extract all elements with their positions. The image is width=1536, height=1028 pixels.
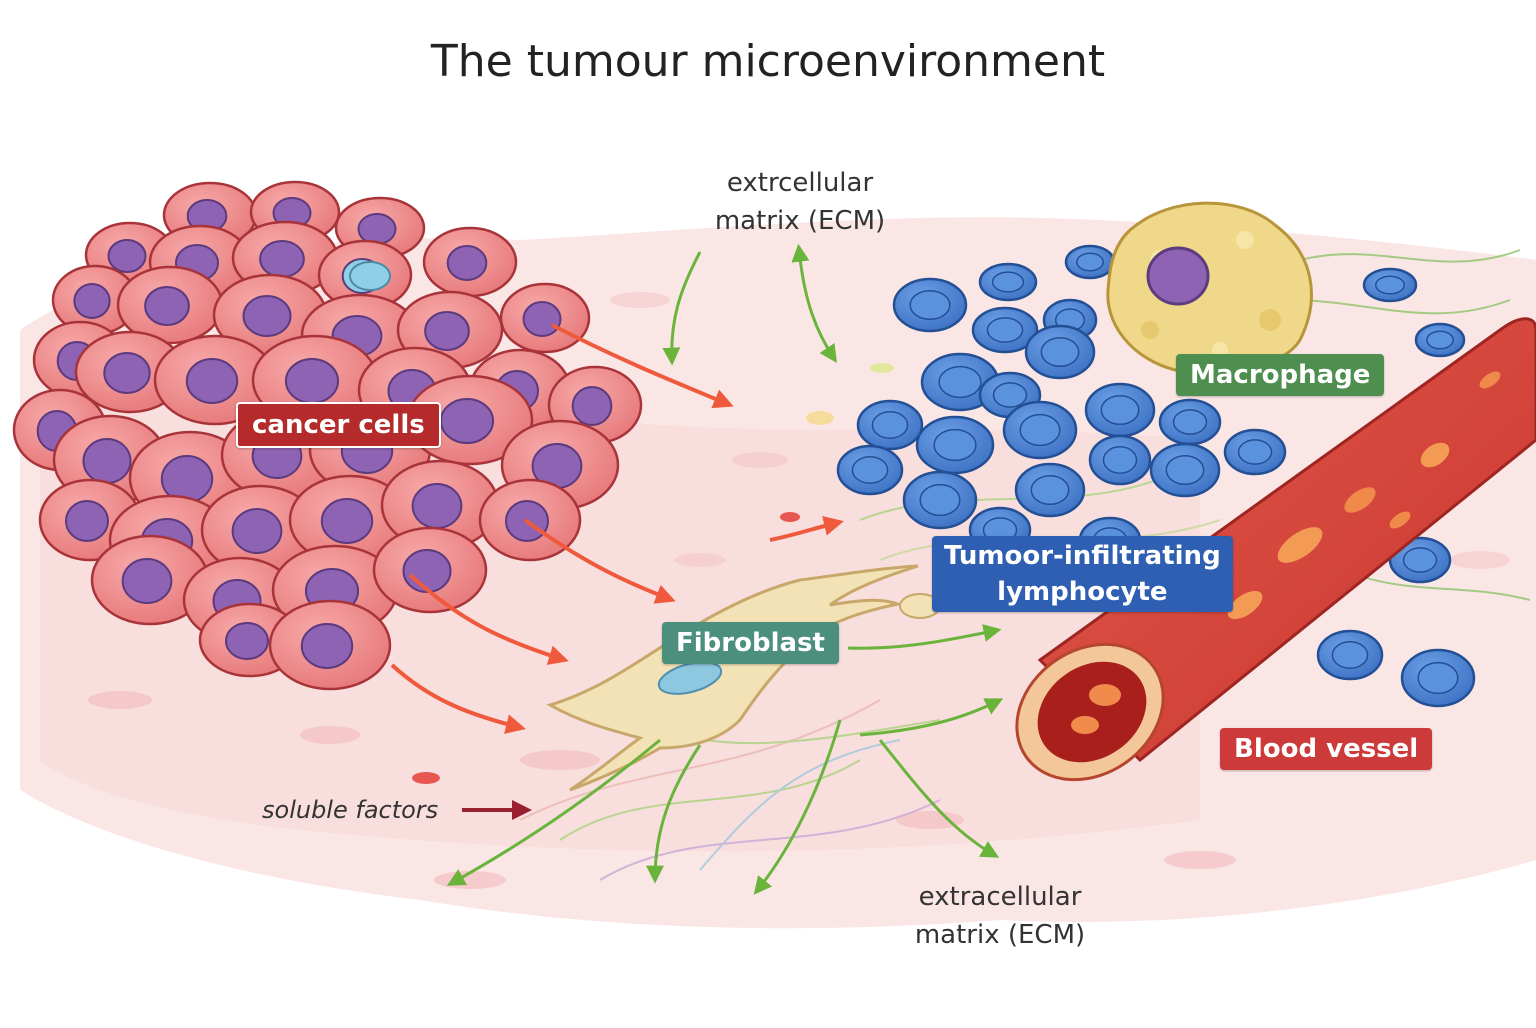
til-label: Tumoor-infiltrating lymphocyte xyxy=(932,536,1233,612)
cancer-cell xyxy=(212,273,328,357)
cancer-cell xyxy=(422,226,518,298)
fibroblast-label: Fibroblast xyxy=(662,622,839,664)
cancer-cell xyxy=(268,599,392,691)
ecm-bottom-line1: extracellular xyxy=(918,882,1082,912)
lymphocyte xyxy=(1014,462,1086,518)
green-arrow xyxy=(847,624,1002,650)
cancer-cell xyxy=(288,474,412,566)
til-label-line2: lymphocyte xyxy=(997,577,1168,607)
lymphocyte xyxy=(971,306,1039,354)
red-arrow xyxy=(408,573,569,665)
cancer-cell xyxy=(499,282,591,354)
red-arrow xyxy=(769,516,844,542)
cancer-cell-nucleus-light xyxy=(349,261,391,291)
macrophage-label: Macrophage xyxy=(1176,354,1385,396)
lymphocyte xyxy=(892,277,968,333)
lymphocyte xyxy=(978,262,1038,302)
green-arrow xyxy=(878,739,1000,858)
lymphocyte xyxy=(902,470,978,530)
lymphocyte xyxy=(1002,400,1078,460)
green-arrow xyxy=(791,243,837,363)
lymphocyte xyxy=(1158,398,1222,446)
til-label-line1: Tumoor-infiltrating xyxy=(944,541,1221,571)
lymphocyte xyxy=(1223,428,1287,476)
cancer-cell xyxy=(90,534,210,626)
ecm-bottom-label: extracellular matrix (ECM) xyxy=(890,878,1110,954)
lymphocyte xyxy=(1414,322,1466,358)
lymphocyte xyxy=(1388,536,1452,584)
cancer-cell xyxy=(200,484,320,576)
lymphocyte xyxy=(915,415,995,475)
lymphocyte xyxy=(836,444,904,496)
lymphocyte xyxy=(1088,434,1152,486)
lymphocyte xyxy=(1024,324,1096,380)
ecm-bottom-line2: matrix (ECM) xyxy=(914,920,1086,950)
arrows xyxy=(390,243,1004,895)
green-arrow xyxy=(859,698,1004,737)
lymphocyte xyxy=(1064,244,1116,280)
cancer-cell xyxy=(116,265,224,345)
soluble-factors-label: soluble factors xyxy=(262,796,439,824)
cancer-cell xyxy=(198,602,302,678)
red-arrow xyxy=(390,663,526,734)
green-arrow xyxy=(753,719,842,895)
green-arrow xyxy=(662,251,702,366)
lymphocyte xyxy=(1316,629,1384,681)
blood-vessel-illustration xyxy=(1015,317,1536,782)
lymphocyte xyxy=(1400,648,1476,708)
lymphocyte xyxy=(856,399,924,451)
green-arrow xyxy=(446,738,661,886)
lymphocyte xyxy=(1084,382,1156,438)
cancer-cell xyxy=(380,459,500,551)
ecm-top-label: extrcellular matrix (ECM) xyxy=(690,164,910,240)
lymphocyte xyxy=(1362,267,1418,303)
cancer-cell-mass xyxy=(12,180,643,691)
red-arrow xyxy=(523,518,676,604)
red-arrow xyxy=(551,323,734,409)
cancer-cells-label: cancer cells xyxy=(236,402,441,448)
blood-vessel-label: Blood vessel xyxy=(1220,728,1433,770)
ecm-top-line2: matrix (ECM) xyxy=(714,206,886,236)
ecm-top-line1: extrcellular xyxy=(726,168,874,198)
cancer-cell xyxy=(372,526,488,614)
lymphocyte xyxy=(1149,442,1221,498)
page-title: The tumour microenvironment xyxy=(430,36,1106,87)
macrophage-cell xyxy=(1106,201,1313,376)
lymphocyte xyxy=(920,352,1000,412)
green-arrow xyxy=(646,744,702,884)
